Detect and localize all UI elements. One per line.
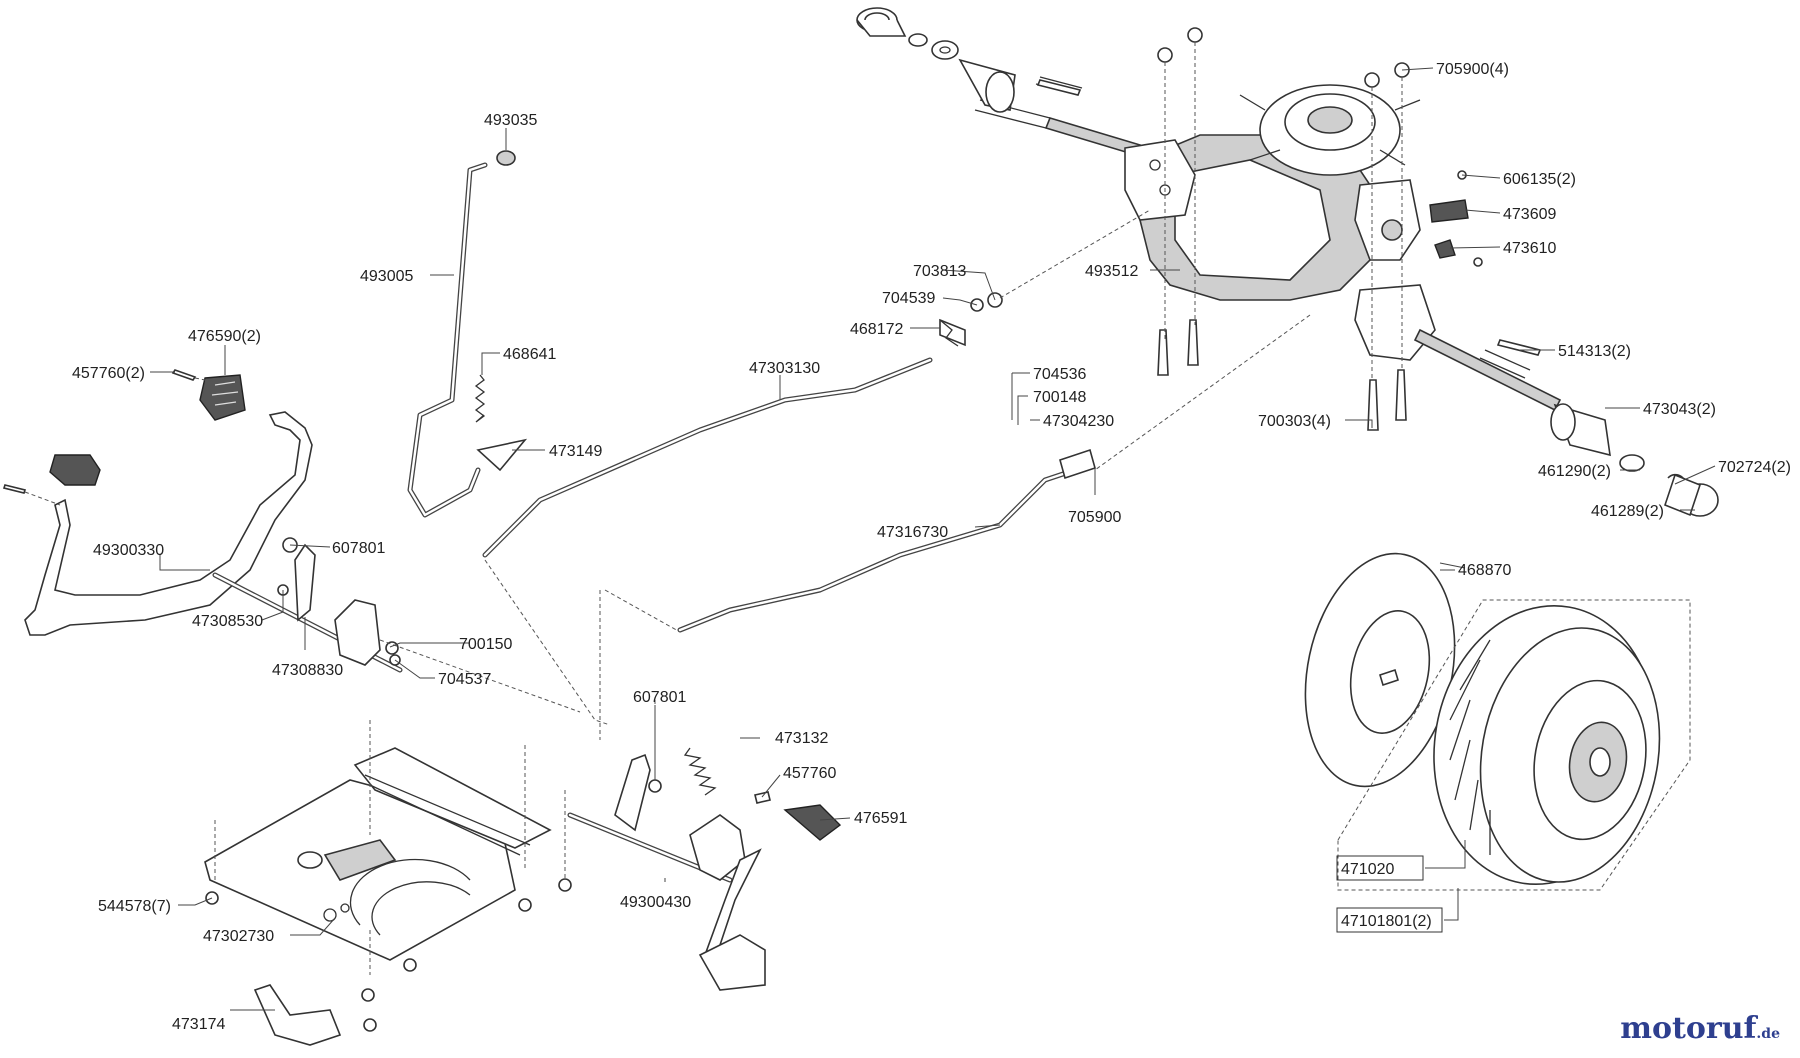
part-label-703813: 703813	[913, 263, 966, 280]
part-label-705900-4: 705900(4)	[1436, 61, 1509, 78]
pedal-assembly-drawing	[2, 369, 581, 713]
part-label-702724-2: 702724(2)	[1718, 459, 1791, 476]
part-label-700150: 700150	[459, 636, 512, 653]
part-label-461289-2: 461289(2)	[1591, 503, 1664, 520]
part-label-473609: 473609	[1503, 206, 1556, 223]
part-label-493005: 493005	[360, 268, 413, 285]
part-label-704537: 704537	[438, 671, 491, 688]
part-label-471020: 471020	[1341, 861, 1394, 878]
control-rods-drawing	[407, 150, 1096, 740]
part-label-704536: 704536	[1033, 366, 1086, 383]
part-labels: 705900(4) 606135(2) 473609 473610 493512…	[72, 61, 1791, 1033]
part-label-607801-b: 607801	[633, 689, 686, 706]
part-label-468641: 468641	[503, 346, 556, 363]
part-label-47304230: 47304230	[1043, 413, 1114, 430]
part-label-457760-2: 457760(2)	[72, 365, 145, 382]
watermark-suffix: .de	[1756, 1026, 1780, 1042]
part-label-47316730: 47316730	[877, 524, 948, 541]
part-label-457760: 457760	[783, 765, 836, 782]
transaxle-bolts	[1157, 27, 1410, 431]
part-label-476590-2: 476590(2)	[188, 328, 261, 345]
right-lever-drawing	[567, 700, 842, 991]
part-label-704539: 704539	[882, 290, 935, 307]
part-label-705900: 705900	[1068, 509, 1121, 526]
part-label-47101801-2: 47101801(2)	[1341, 913, 1432, 930]
part-label-47303130: 47303130	[749, 360, 820, 377]
part-label-476591: 476591	[854, 810, 907, 827]
part-label-607801-a: 607801	[332, 540, 385, 557]
part-label-461290-2: 461290(2)	[1538, 463, 1611, 480]
part-label-47308530: 47308530	[192, 613, 263, 630]
floor-plate-drawing	[204, 720, 572, 1046]
part-label-473149: 473149	[549, 443, 602, 460]
watermark-brand: motoruf	[1620, 1011, 1757, 1046]
floor-plate-bolts	[205, 878, 572, 1032]
part-label-468172: 468172	[850, 321, 903, 338]
leader-lines	[150, 67, 1716, 1011]
motoruf-watermark: motoruf.de	[1620, 1011, 1780, 1046]
part-label-473132: 473132	[775, 730, 828, 747]
part-label-473610: 473610	[1503, 240, 1556, 257]
part-label-700303-4: 700303(4)	[1258, 413, 1331, 430]
part-label-493035: 493035	[484, 112, 537, 129]
part-label-49300430: 49300430	[620, 894, 691, 911]
transaxle-drawing	[856, 7, 1719, 517]
part-label-544578-7: 544578(7)	[98, 898, 171, 915]
part-label-473174: 473174	[172, 1016, 225, 1033]
part-label-468870: 468870	[1458, 562, 1511, 579]
part-label-47308830: 47308830	[272, 662, 343, 679]
part-label-700148: 700148	[1033, 389, 1086, 406]
wheel-assembly-drawing	[1304, 552, 1691, 933]
part-label-493512: 493512	[1085, 263, 1138, 280]
part-label-47302730: 47302730	[203, 928, 274, 945]
part-label-473043-2: 473043(2)	[1643, 401, 1716, 418]
part-label-49300330: 49300330	[93, 542, 164, 559]
part-label-514313-2: 514313(2)	[1558, 343, 1631, 360]
part-label-606135-2: 606135(2)	[1503, 171, 1576, 188]
